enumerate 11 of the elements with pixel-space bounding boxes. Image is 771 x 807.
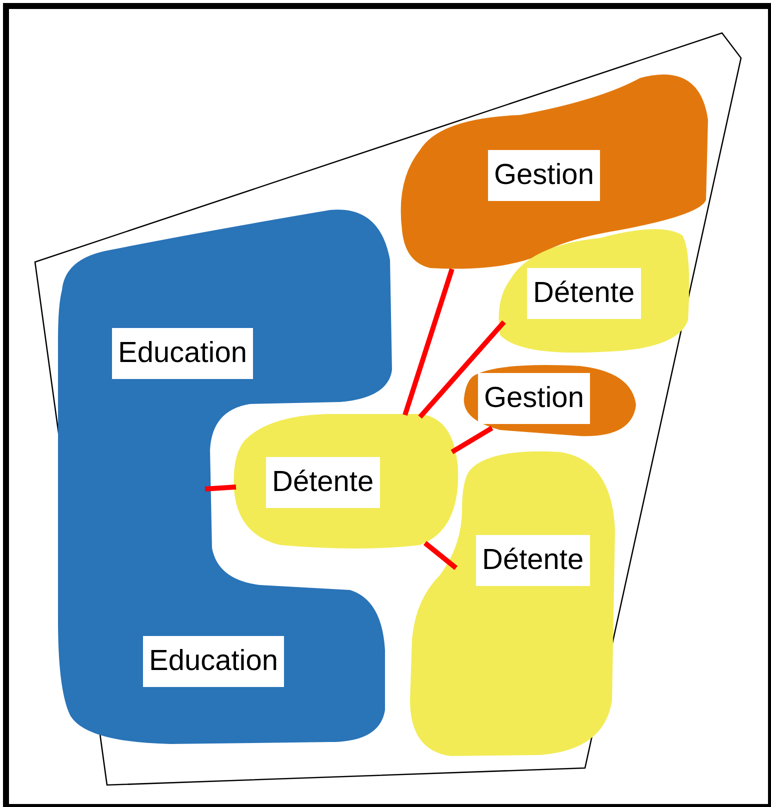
connector-line bbox=[450, 426, 494, 454]
zone-label: Gestion bbox=[488, 150, 600, 201]
zone-label: Détente bbox=[266, 457, 380, 508]
connector-line bbox=[402, 268, 454, 416]
connector-line bbox=[423, 541, 458, 570]
zone-label: Education bbox=[112, 328, 253, 379]
zone-label: Détente bbox=[476, 535, 590, 586]
zone-label: Education bbox=[143, 636, 284, 687]
connector-line bbox=[418, 320, 506, 419]
zone-label: Détente bbox=[527, 268, 641, 319]
zone-label: Gestion bbox=[478, 373, 590, 424]
